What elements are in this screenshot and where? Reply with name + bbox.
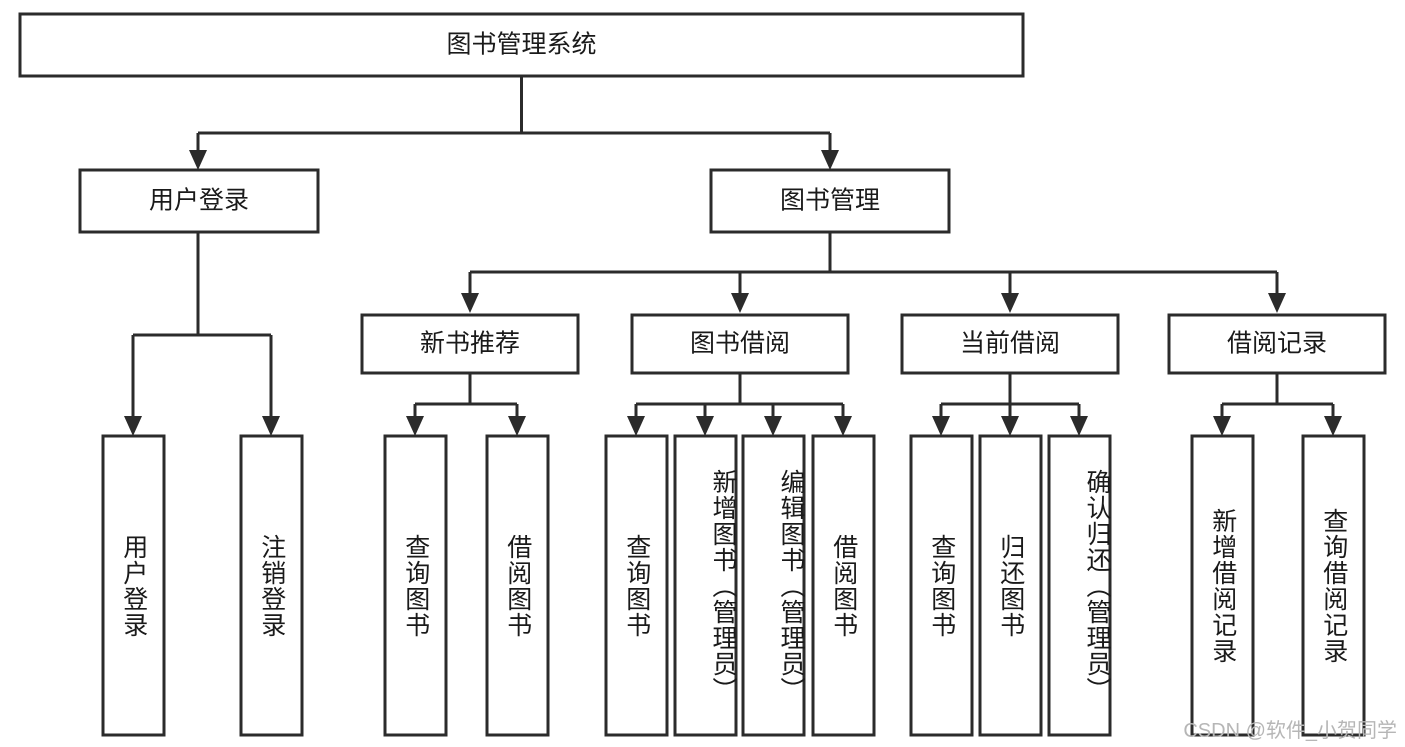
arrow-to-leaf-query-record xyxy=(1324,416,1342,436)
node-leaf-add-record-box[interactable] xyxy=(1190,434,1255,737)
node-new-book-rec-box[interactable] xyxy=(360,313,580,375)
node-book-manage[interactable]: 图书管理 xyxy=(709,168,951,234)
arrow-to-book-borrow xyxy=(731,293,749,313)
arrow-to-leaf-borrow-book-1 xyxy=(508,416,526,436)
node-leaf-query-book-3-box[interactable] xyxy=(909,434,974,737)
arrow-to-leaf-confirm-return xyxy=(1070,416,1088,436)
node-book-manage-label: 图书管理 xyxy=(780,187,880,215)
node-new-book-rec-label: 新书推荐 xyxy=(420,330,520,358)
arrow-to-new-book-rec xyxy=(461,293,479,313)
connector-layer xyxy=(124,76,1342,436)
arrow-to-leaf-edit-book xyxy=(764,416,782,436)
node-user-login-label: 用户登录 xyxy=(149,187,249,215)
arrow-to-current-borrow xyxy=(1001,293,1019,313)
node-leaf-edit-book-box[interactable] xyxy=(741,434,806,737)
node-leaf-user-login-box[interactable] xyxy=(101,434,166,737)
arrow-to-leaf-query-book-1 xyxy=(406,416,424,436)
arrow-to-leaf-add-book xyxy=(696,416,714,436)
node-leaf-logout-box[interactable] xyxy=(239,434,304,737)
arrow-to-leaf-borrow-book-2 xyxy=(834,416,852,436)
node-leaf-query-record-box[interactable] xyxy=(1301,434,1366,737)
node-leaf-borrow-book-1-box[interactable] xyxy=(485,434,550,737)
node-leaf-query-book-1-box[interactable] xyxy=(383,434,448,737)
watermark: CSDN @软件_小贺同学 xyxy=(1183,720,1397,742)
node-book-borrow-box[interactable] xyxy=(630,313,850,375)
node-layer: 图书管理系统 用户登录 图书管理 新书推荐 图书借阅 当前 xyxy=(18,12,1387,737)
node-borrow-record-box[interactable] xyxy=(1167,313,1387,375)
arrow-to-leaf-return-book xyxy=(1001,416,1019,436)
node-book-borrow[interactable]: 图书借阅 xyxy=(630,313,850,375)
node-leaf-query-book-2-box[interactable] xyxy=(604,434,669,737)
arrow-to-borrow-record xyxy=(1268,293,1286,313)
node-current-borrow[interactable]: 当前借阅 xyxy=(900,313,1120,375)
arrow-to-leaf-logout xyxy=(262,416,280,436)
node-user-login[interactable]: 用户登录 xyxy=(78,168,320,234)
node-root-label: 图书管理系统 xyxy=(446,31,596,59)
arrow-to-leaf-query-book-3 xyxy=(932,416,950,436)
node-book-borrow-label: 图书借阅 xyxy=(690,330,790,358)
node-leaf-return-book-box[interactable] xyxy=(978,434,1043,737)
node-new-book-rec[interactable]: 新书推荐 xyxy=(360,313,580,375)
arrow-root-to-user-login xyxy=(189,150,207,170)
node-root-box[interactable] xyxy=(18,12,1025,78)
node-leaf-confirm-return-box[interactable] xyxy=(1047,434,1112,737)
node-user-login-box[interactable] xyxy=(78,168,320,234)
node-current-borrow-box[interactable] xyxy=(900,313,1120,375)
arrow-to-leaf-add-record xyxy=(1213,416,1231,436)
node-current-borrow-label: 当前借阅 xyxy=(960,330,1060,358)
arrow-to-leaf-query-book-2 xyxy=(627,416,645,436)
node-root[interactable]: 图书管理系统 xyxy=(18,12,1025,78)
node-borrow-record-label: 借阅记录 xyxy=(1227,330,1327,358)
node-borrow-record[interactable]: 借阅记录 xyxy=(1167,313,1387,375)
node-leaf-borrow-book-2-box[interactable] xyxy=(811,434,876,737)
arrow-to-leaf-user-login xyxy=(124,416,142,436)
arrow-root-to-book-manage xyxy=(821,150,839,170)
node-book-manage-box[interactable] xyxy=(709,168,951,234)
node-leaf-add-book-box[interactable] xyxy=(673,434,738,737)
